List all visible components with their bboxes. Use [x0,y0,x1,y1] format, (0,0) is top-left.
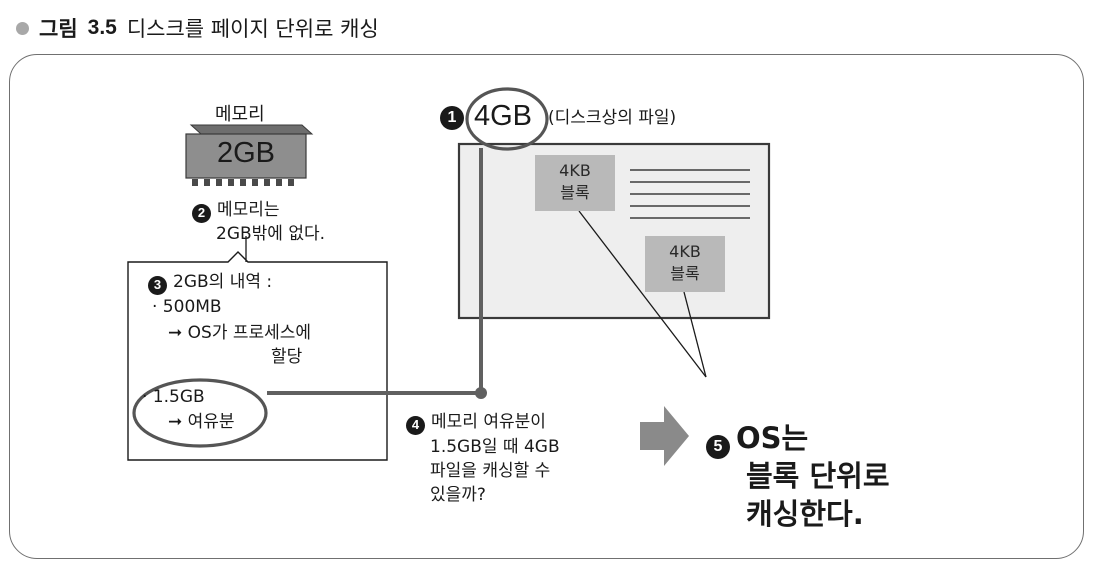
step5-line2: 블록 단위로 [746,459,890,493]
step3-item1-sub2: 할당 [271,347,303,367]
right-arrow-icon [640,406,689,466]
file-text-lines [630,169,750,219]
memory-chip-icon [185,124,314,186]
step5-number: 5 [706,435,730,459]
step4-line1-row: 4 메모리 여유분이 [406,410,546,435]
bullet-dot-icon [16,21,29,35]
step4-line4: 있을까? [430,485,486,505]
step3-item1-sub1: ➞ OS가 프로세스에 [168,323,312,343]
step1-size: 4GB [474,100,533,132]
block-2-label: 블록 [670,264,700,283]
figure-label: 그림 [39,17,78,41]
step3-number: 3 [148,275,167,295]
step5-line1: OS는 [736,421,809,455]
diagram-frame [9,54,1084,559]
step3-heading: 2GB의 내역 : [173,272,273,292]
step2-line1: 메모리는 [217,200,280,220]
connector-joint [475,387,487,399]
step4-line3: 파일을 캐싱할 수 [430,461,551,481]
figure-caption-text: 디스크를 페이지 단위로 캐싱 [126,17,379,41]
step2-number: 2 [192,203,211,223]
figure-number: 3.5 [87,16,117,39]
step4-line2: 1.5GB일 때 4GB [430,437,560,457]
connector-lines [267,148,483,395]
block-2: 4KB 블록 [645,236,725,292]
step5-line3: 캐싱한다. [746,497,864,531]
figure-caption: 그림 3.5 디스크를 페이지 단위로 캐싱 [16,12,379,44]
step2-note: 2 메모리는 [192,198,280,223]
block-1: 4KB 블록 [535,155,615,211]
step4-line1: 메모리 여유분이 [431,412,546,432]
step1-number: 1 [440,106,464,130]
highlight-ellipse-1-5gb [132,378,268,448]
block-2-size: 4KB [669,242,701,261]
highlight-ellipse-4gb [465,87,549,151]
step1-number-wrap: 1 [440,104,470,130]
memory-size: 2GB [216,137,276,169]
memory-title: 메모리 [215,104,265,125]
block-pointer-lines [578,210,707,378]
step2-line2: 2GB밖에 없다. [216,224,326,244]
step3-item2: · 1.5GB [142,387,205,407]
step1-desc: (디스크상의 파일) [548,108,677,128]
step3-item1: · 500MB [152,297,222,317]
step3-item2-sub: ➞ 여유분 [168,412,235,432]
block-1-label: 블록 [560,183,590,202]
step4-number: 4 [406,415,425,435]
callout-box-outline [127,251,388,461]
step3-heading-row: 3 2GB의 내역 : [148,270,272,295]
block-1-size: 4KB [559,161,591,180]
